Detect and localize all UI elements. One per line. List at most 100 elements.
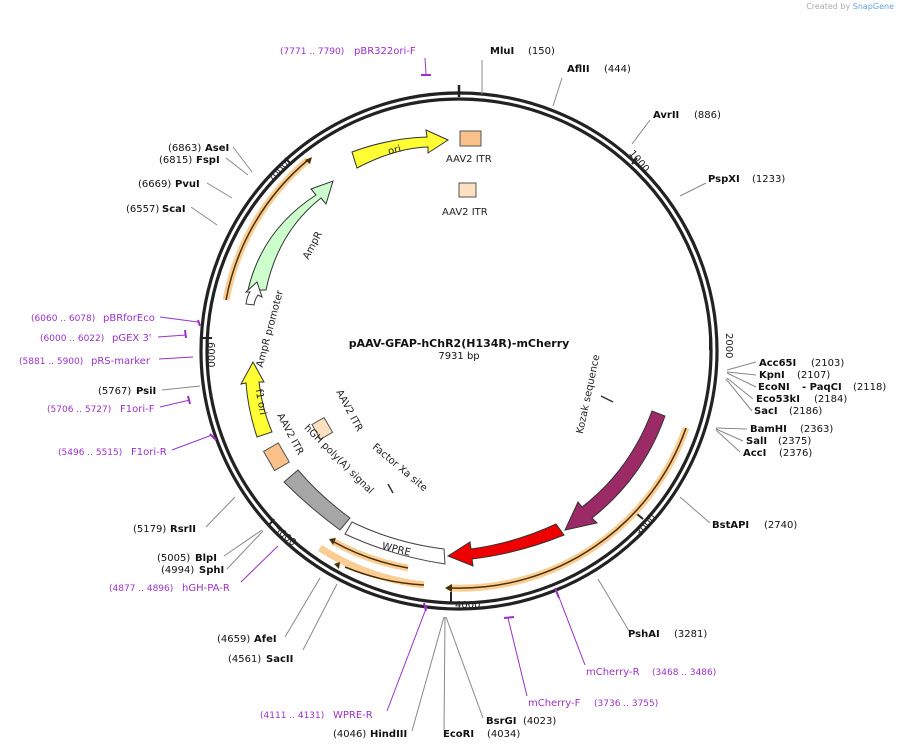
enzyme-name[interactable]: - PaqCI	[802, 382, 842, 393]
f1-ori-label: f1 ori	[253, 388, 268, 416]
enzyme-name[interactable]: HindIII	[370, 729, 407, 740]
kozak-label: Kozak sequence	[575, 354, 603, 435]
enzyme-pos: (5179)	[133, 524, 166, 535]
aav2-itr-label-lower-inner: AAV2 ITR	[333, 388, 364, 434]
ampr-promoter-arrow[interactable]	[244, 281, 263, 306]
enzyme-pos: (2107)	[797, 370, 830, 381]
leader	[226, 530, 264, 570]
primer-name[interactable]: F1ori-R	[131, 447, 167, 458]
aav2-itr-box-lower[interactable]	[262, 442, 290, 472]
enzyme-pos: (6557)	[126, 204, 159, 215]
aav2-itr-box-inner[interactable]	[458, 182, 477, 198]
enzyme-name[interactable]: KpnI	[759, 370, 785, 381]
credit-prefix: Created by	[806, 2, 851, 11]
enzyme-name[interactable]: PsiI	[136, 386, 156, 397]
leader	[206, 182, 233, 199]
primer-leader	[386, 605, 428, 712]
enzyme-labels: MluI (150) AflII (444) AvrII (886) PspXI…	[98, 46, 886, 740]
enzyme-name[interactable]: AfeI	[254, 634, 277, 645]
primer-range: (3736 .. 3755)	[594, 699, 658, 709]
enzyme-name[interactable]: ScaI	[162, 204, 186, 215]
primer-name[interactable]: mCherry-F	[528, 698, 581, 709]
hgh-polya-segment[interactable]	[283, 469, 351, 531]
leader	[552, 77, 563, 107]
enzyme-pos: (2118)	[853, 382, 886, 393]
wpre-segment[interactable]	[344, 521, 446, 565]
enzyme-pos: (3281)	[674, 629, 707, 640]
enzyme-name[interactable]: AflII	[567, 64, 590, 75]
primer-tick	[187, 395, 191, 405]
primer-range: (4877 .. 4896)	[109, 584, 173, 594]
enzyme-name[interactable]: AvrII	[653, 110, 679, 121]
mcherry-arrow[interactable]	[446, 523, 565, 567]
enzyme-name[interactable]: EcoRI	[443, 729, 474, 740]
enzyme-name[interactable]: Eco53kI	[756, 394, 800, 405]
enzyme-name[interactable]: BlpI	[195, 553, 217, 564]
primer-range: (4111 .. 4131)	[260, 711, 324, 721]
enzyme-name[interactable]: AccI	[743, 448, 766, 459]
enzyme-pos: (6863)	[168, 143, 201, 154]
enzyme-name[interactable]: Acc65I	[759, 358, 796, 369]
primer-arc-right	[451, 427, 687, 589]
primer-name[interactable]: pBRforEco	[103, 313, 155, 324]
snapgene-credit: Created by SnapGene	[806, 2, 894, 11]
enzyme-name[interactable]: SphI	[199, 565, 224, 576]
leader	[223, 529, 263, 557]
enzyme-name[interactable]: PvuI	[175, 179, 200, 190]
primer-name[interactable]: pBR322ori-F	[354, 46, 416, 57]
enzyme-name[interactable]: SacI	[754, 406, 778, 417]
primer-tick	[423, 602, 427, 612]
primer-range: (5706 .. 5727)	[47, 405, 111, 415]
primer-leader	[424, 57, 427, 75]
primer-name[interactable]: pRS-marker	[91, 356, 151, 367]
enzyme-pos: (4046)	[333, 729, 366, 740]
primer-range: (6000 .. 6022)	[40, 334, 104, 344]
leader	[715, 428, 744, 442]
aav2-itr-box-lower-inner[interactable]	[311, 416, 334, 440]
ampr-arrow[interactable]	[247, 180, 334, 291]
primer-tick	[209, 433, 217, 441]
leader	[445, 616, 484, 719]
primer-tick	[503, 616, 515, 619]
primer-arrowhead	[305, 157, 312, 164]
enzyme-pos: (4023)	[523, 716, 556, 727]
leader	[302, 583, 338, 651]
ruler-label-6000: 6000	[205, 342, 216, 367]
leader	[411, 616, 445, 732]
f1-ori-arrow[interactable]	[240, 360, 273, 438]
enzyme-name[interactable]: SacII	[266, 654, 293, 665]
aav2-itr-box-top[interactable]	[459, 130, 482, 147]
enzyme-pos: (150)	[528, 46, 555, 57]
enzyme-name[interactable]: BamHI	[750, 424, 787, 435]
ruler-tick	[631, 157, 638, 165]
chr2-arrow[interactable]	[564, 410, 666, 531]
enzyme-name[interactable]: MluI	[490, 46, 514, 57]
enzyme-name[interactable]: BstAPI	[712, 520, 749, 531]
enzyme-name[interactable]: EcoNI	[758, 382, 790, 393]
primer-name[interactable]: pGEX 3'	[112, 333, 152, 344]
primer-range: (7771 .. 7790)	[280, 47, 344, 57]
enzyme-name[interactable]: PshAI	[628, 629, 660, 640]
primer-name[interactable]: F1ori-F	[120, 404, 155, 415]
ampr-promoter-label: AmpR promoter	[255, 288, 286, 368]
enzyme-pos: (2375)	[778, 436, 811, 447]
aav2-itr-label-top: AAV2 ITR	[446, 154, 492, 165]
enzyme-pos: (4561)	[228, 654, 261, 665]
primer-leader	[556, 591, 586, 666]
primer-name[interactable]: hGH-PA-R	[182, 583, 230, 594]
enzyme-name[interactable]: PspXI	[708, 174, 740, 185]
ruler-label-5000: 5000	[271, 524, 298, 549]
primer-leader	[240, 545, 279, 583]
enzyme-name[interactable]: AseI	[205, 143, 229, 154]
enzyme-name[interactable]: FspI	[196, 155, 220, 166]
ori-arrow[interactable]	[351, 129, 450, 169]
primer-name[interactable]: WPRE-R	[333, 710, 373, 721]
enzyme-name[interactable]: BsrGI	[486, 716, 516, 727]
enzyme-name[interactable]: RsrII	[170, 524, 196, 535]
enzyme-name[interactable]: SalI	[746, 436, 767, 447]
enzyme-pos: (2184)	[814, 394, 847, 405]
ori-label: ori	[387, 144, 402, 158]
kozak-mark	[600, 395, 614, 403]
primer-name[interactable]: mCherry-R	[586, 667, 640, 678]
